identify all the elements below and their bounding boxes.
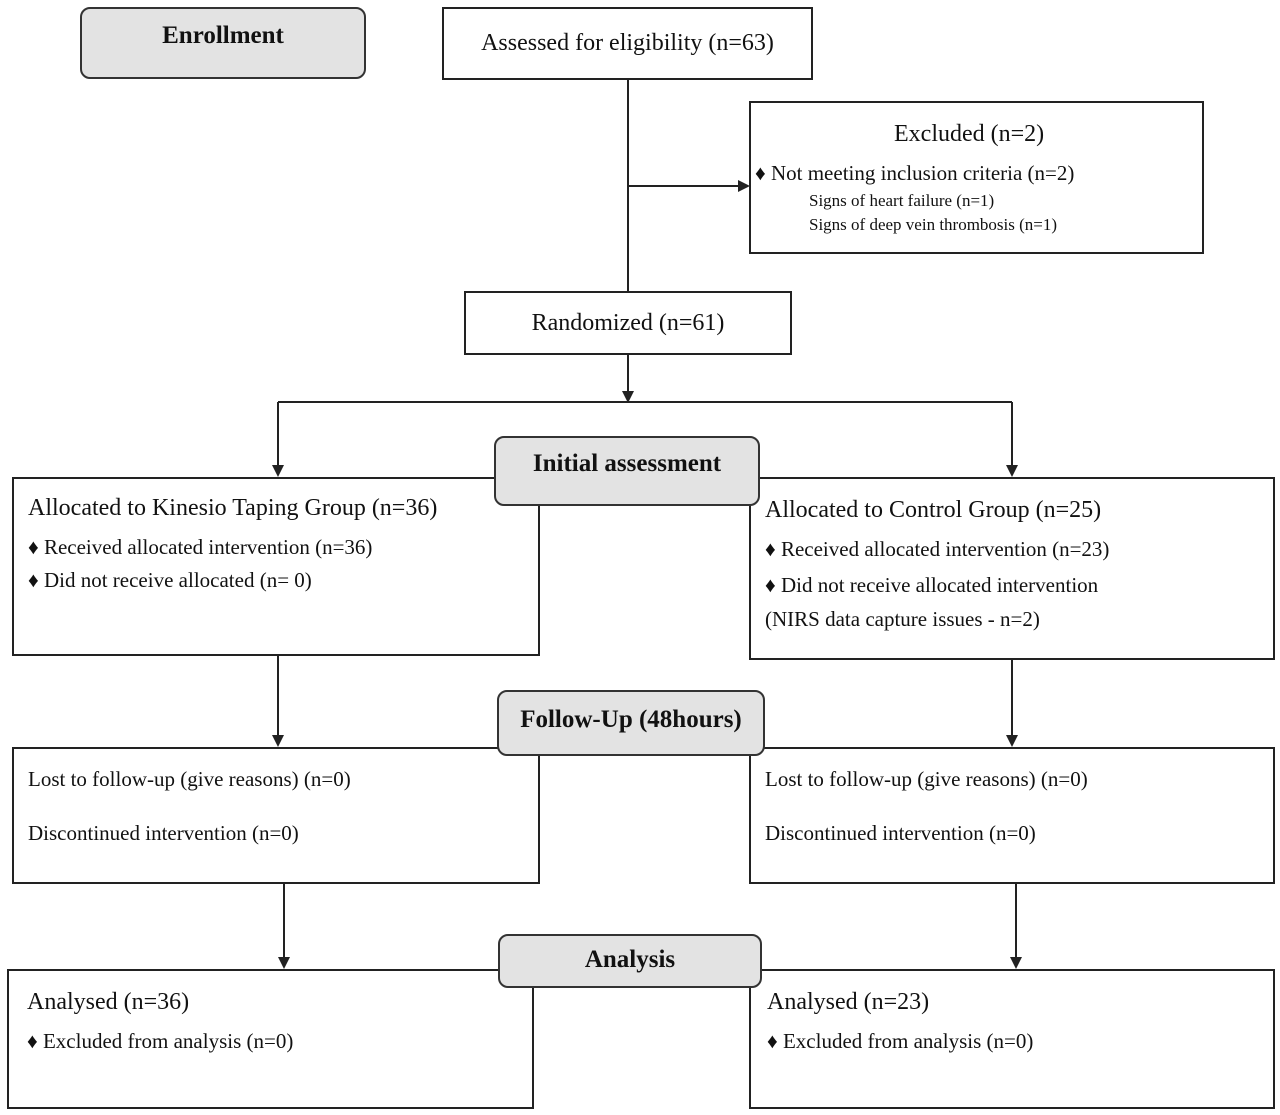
left-followup-box: Lost to follow-up (give reasons) (n=0) D… <box>12 747 540 884</box>
assessed-box: Assessed for eligibility (n=63) <box>442 7 813 80</box>
stage-initial-assessment: Initial assessment <box>494 436 760 506</box>
excluded-sub-heart-failure: Signs of heart failure (n=1) <box>809 191 995 210</box>
right-followup-discontinued: Discontinued intervention (n=0) <box>765 821 1036 845</box>
randomized-text: Randomized (n=61) <box>531 309 725 336</box>
stage-initial-assessment-label: Initial assessment <box>532 450 722 477</box>
right-analysis-box: Analysed (n=23) ♦ Excluded from analysis… <box>749 969 1275 1109</box>
stage-follow-up: Follow-Up (48hours) <box>497 690 765 756</box>
left-allocation-title: Allocated to Kinesio Taping Group (n=36) <box>28 495 438 521</box>
left-followup-discontinued: Discontinued intervention (n=0) <box>28 821 299 845</box>
excluded-title: Excluded (n=2) <box>894 121 1045 147</box>
left-allocation-box: Allocated to Kinesio Taping Group (n=36)… <box>12 477 540 656</box>
excluded-sub-dvt: Signs of deep vein thrombosis (n=1) <box>809 215 1058 234</box>
right-allocation-box: Allocated to Control Group (n=25) ♦ Rece… <box>749 477 1275 660</box>
left-allocation-received: ♦ Received allocated intervention (n=36) <box>28 535 373 559</box>
right-followup-box: Lost to follow-up (give reasons) (n=0) D… <box>749 747 1275 884</box>
randomized-box: Randomized (n=61) <box>464 291 792 355</box>
left-analysis-box: Analysed (n=36) ♦ Excluded from analysis… <box>7 969 534 1109</box>
right-allocation-received: ♦ Received allocated intervention (n=23) <box>765 537 1110 561</box>
stage-analysis: Analysis <box>498 934 762 988</box>
stage-follow-up-label: Follow-Up (48hours) <box>520 706 742 733</box>
stage-enrollment-label: Enrollment <box>162 22 284 49</box>
right-analysis-title: Analysed (n=23) <box>767 989 930 1015</box>
right-allocation-title: Allocated to Control Group (n=25) <box>765 497 1102 523</box>
right-allocation-nirs-issues: (NIRS data capture issues - n=2) <box>765 607 1040 631</box>
right-allocation-not-received: ♦ Did not receive allocated intervention <box>765 573 1099 597</box>
left-followup-lost: Lost to follow-up (give reasons) (n=0) <box>28 767 351 791</box>
assessed-text: Assessed for eligibility (n=63) <box>481 30 774 56</box>
right-analysis-excluded: ♦ Excluded from analysis (n=0) <box>767 1029 1034 1053</box>
stage-enrollment: Enrollment <box>80 7 366 79</box>
left-analysis-excluded: ♦ Excluded from analysis (n=0) <box>27 1029 294 1053</box>
excluded-box: Excluded (n=2) ♦ Not meeting inclusion c… <box>749 101 1204 254</box>
left-allocation-not-received: ♦ Did not receive allocated (n= 0) <box>28 568 312 592</box>
right-followup-lost: Lost to follow-up (give reasons) (n=0) <box>765 767 1088 791</box>
excluded-reason: ♦ Not meeting inclusion criteria (n=2) <box>755 161 1075 185</box>
stage-analysis-label: Analysis <box>584 946 676 973</box>
left-analysis-title: Analysed (n=36) <box>27 989 190 1015</box>
